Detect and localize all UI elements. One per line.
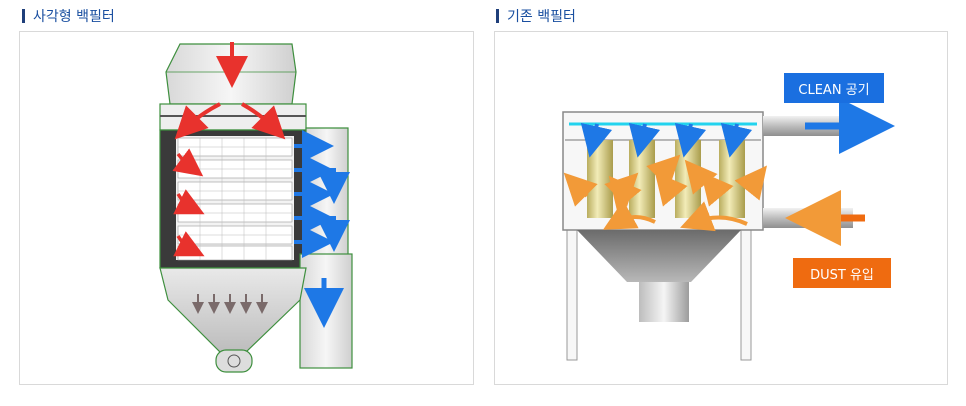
dust-inflow-label: DUST 유입: [793, 258, 891, 288]
dust-hopper: [159, 267, 307, 353]
filter-bag: [719, 140, 745, 218]
support-leg: [740, 227, 752, 361]
square-bag-filter-diagram: [159, 42, 353, 373]
section-title-text: 기존 백필터: [507, 9, 576, 25]
filter-bag: [675, 140, 701, 218]
title-bar: [496, 9, 499, 23]
screw-conveyor: [215, 349, 253, 373]
filter-bag: [587, 140, 613, 218]
section-title-square-bag-filter: 사각형 백필터: [22, 6, 115, 26]
section-title-conventional-bag-filter: 기존 백필터: [496, 6, 576, 26]
conventional-bag-filter-panel: CLEAN 공기 DUST 유입: [494, 31, 948, 385]
inflow-arrow: [241, 102, 286, 140]
outlet-pipe: [299, 253, 353, 369]
conventional-bag-filter-diagram: [562, 98, 895, 361]
support-leg: [566, 227, 578, 361]
section-title-text: 사각형 백필터: [33, 9, 115, 25]
clean-air-label: CLEAN 공기: [784, 73, 884, 103]
hopper-outlet: [639, 282, 689, 322]
outflow-arrow: [318, 216, 350, 252]
outflow-arrow: [318, 168, 350, 204]
filter-bag: [629, 140, 655, 218]
inflow-arrow: [174, 102, 221, 140]
title-bar: [22, 9, 25, 23]
square-bag-filter-panel: [19, 31, 474, 385]
outlet-duct: [305, 127, 349, 269]
inflow-arrow: [173, 231, 205, 257]
inflow-arrow: [172, 148, 204, 177]
inflow-arrow: [173, 189, 205, 215]
dust-hopper: [577, 230, 741, 282]
